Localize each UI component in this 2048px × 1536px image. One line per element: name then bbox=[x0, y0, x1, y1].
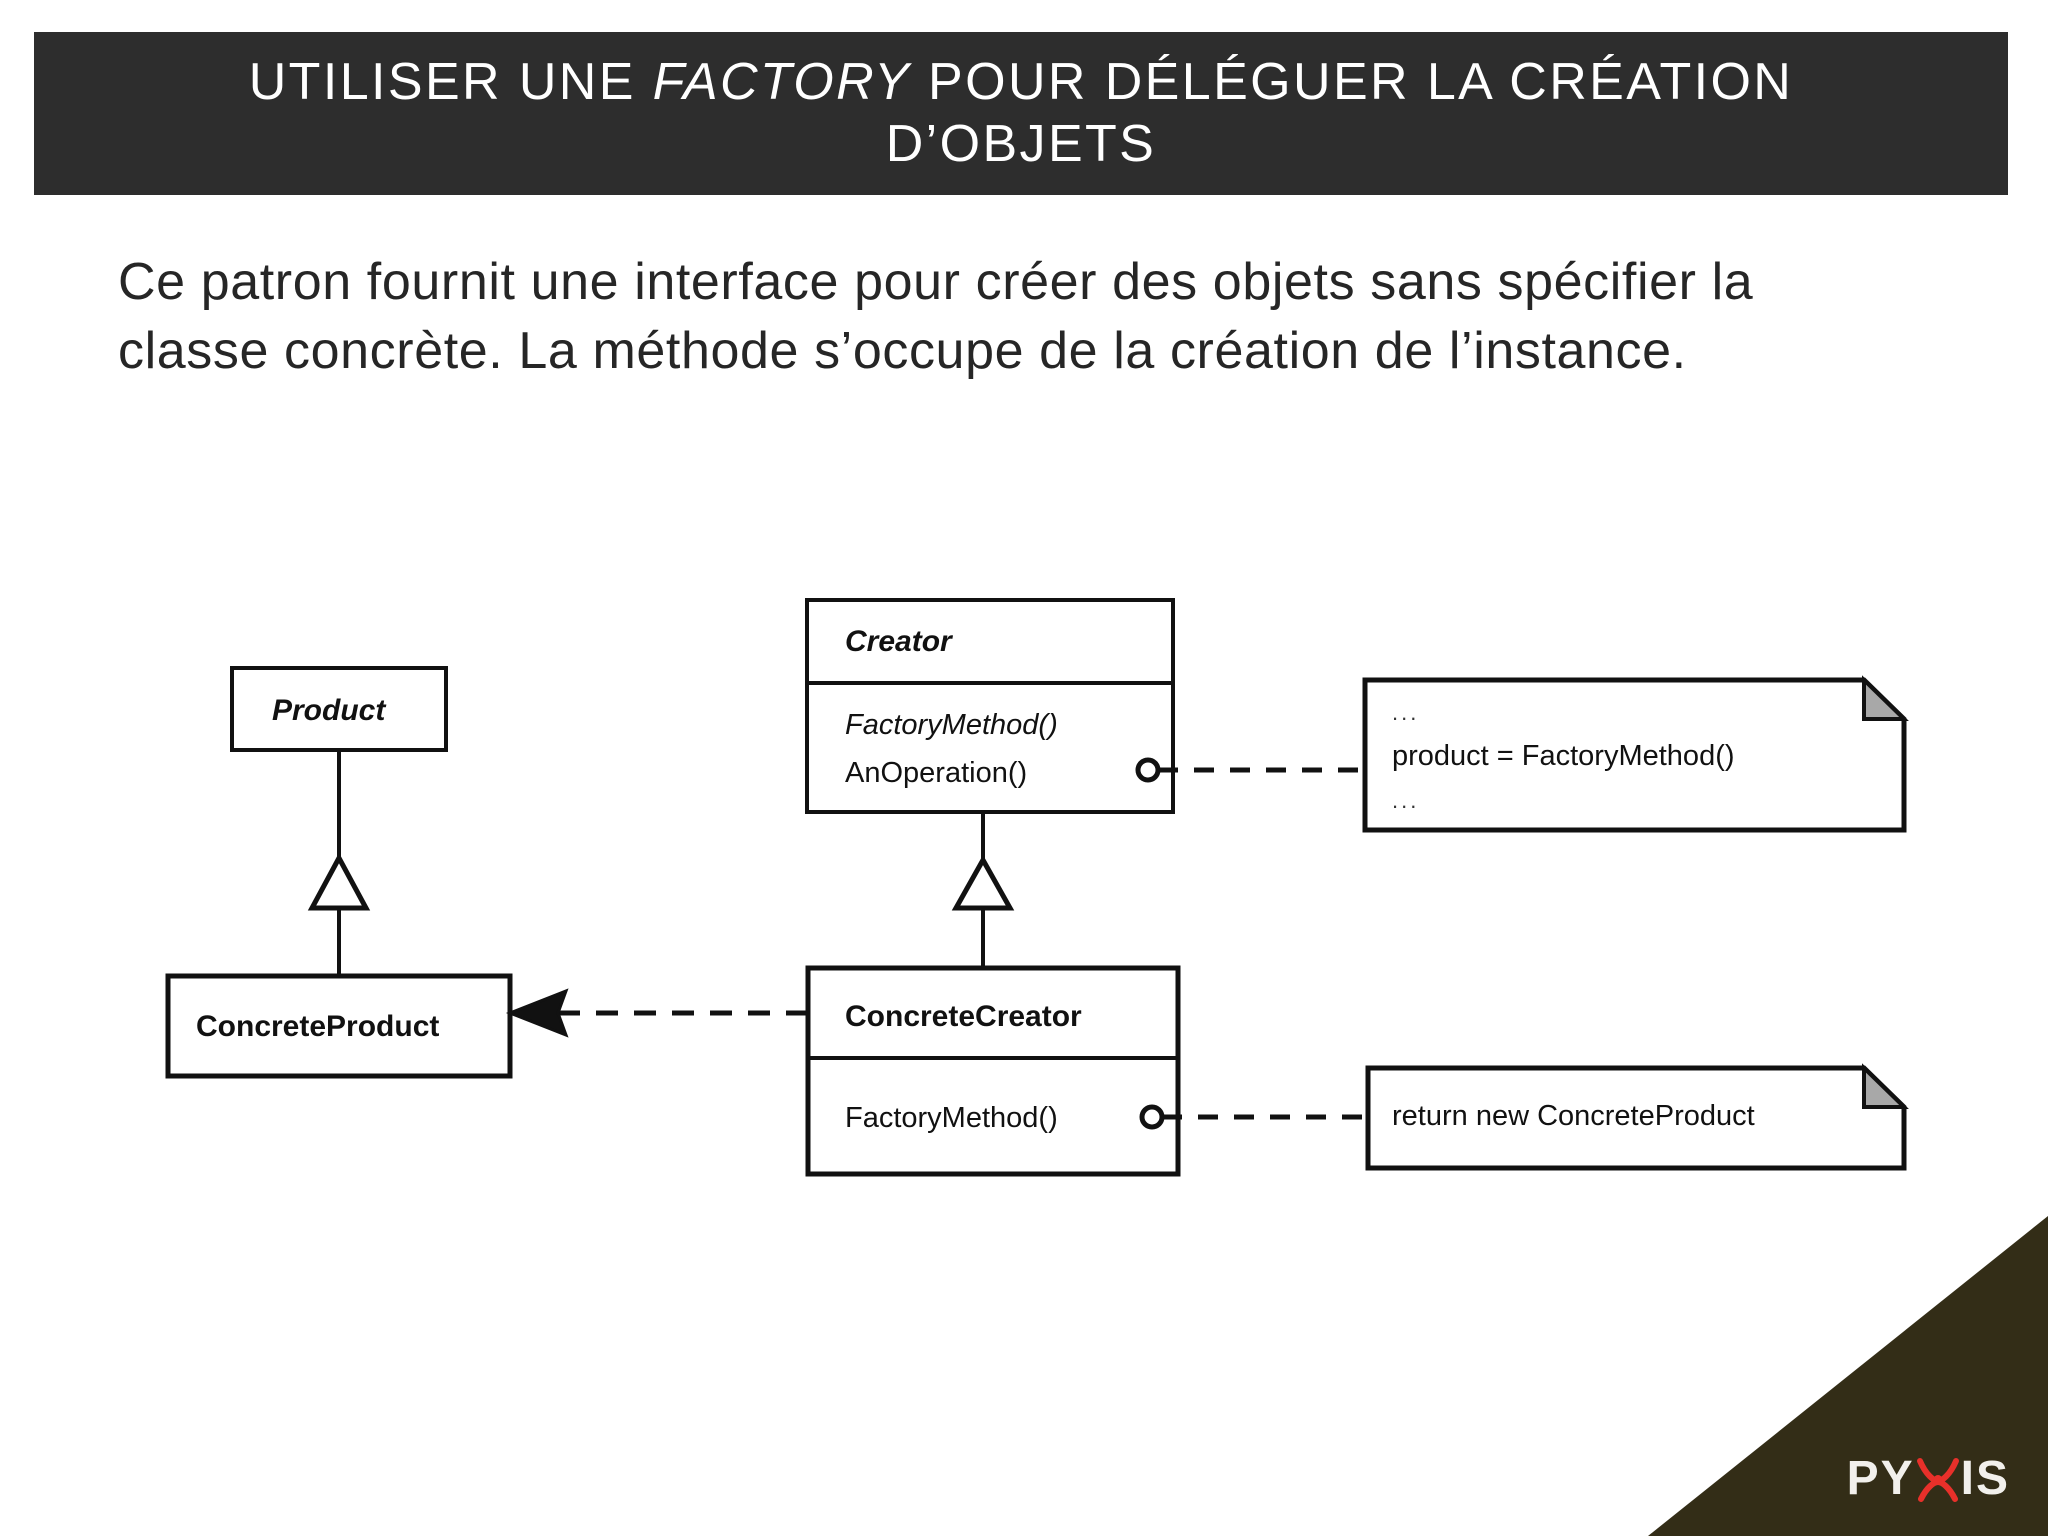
note-anchor-anoperation bbox=[1135, 757, 1161, 783]
footer-corner: PY IS bbox=[1648, 1216, 2048, 1536]
slide-title-banner: UTILISER UNE FACTORY POUR DÉLÉGUER LA CR… bbox=[34, 32, 2008, 195]
uml-note-factorymethod-line-1: return new ConcreteProduct bbox=[1392, 1100, 1755, 1132]
uml-class-box-concrete-product bbox=[165, 973, 513, 1079]
uml-class-box-product bbox=[230, 666, 448, 752]
note-anchor-factorymethod bbox=[1139, 1104, 1165, 1130]
page-title: UTILISER UNE FACTORY POUR DÉLÉGUER LA CR… bbox=[248, 53, 1794, 173]
uml-class-name-concrete-creator: ConcreteCreator bbox=[845, 1000, 1082, 1033]
uml-note-box-factorymethod bbox=[1365, 1065, 1907, 1171]
generalization-arrowhead-creator bbox=[951, 854, 1015, 911]
uml-operation-creator-anoperation: AnOperation() bbox=[845, 757, 1028, 789]
uml-class-box-concrete-creator bbox=[805, 965, 1181, 1177]
pyxis-logo-text-after: IS bbox=[1960, 1452, 2010, 1505]
uml-class-box-creator bbox=[805, 598, 1175, 814]
note-fold-factorymethod bbox=[1862, 1063, 1909, 1109]
uml-operation-creator-factorymethod: FactoryMethod() bbox=[845, 709, 1058, 741]
slide-body-text: Ce patron fournit une interface pour cré… bbox=[118, 253, 1754, 380]
uml-note-box-anoperation bbox=[1362, 677, 1907, 833]
uml-note-anoperation-line-3: ... bbox=[1392, 788, 1420, 813]
generalization-arrowhead-product bbox=[307, 852, 371, 911]
uml-operation-concrete-creator-factorymethod: FactoryMethod() bbox=[845, 1102, 1058, 1134]
uml-class-name-concrete-product: ConcreteProduct bbox=[196, 1010, 440, 1043]
uml-note-anoperation-line-2: product = FactoryMethod() bbox=[1392, 740, 1735, 772]
dependency-arrowhead-concrete-product bbox=[505, 988, 569, 1038]
note-fold-anoperation bbox=[1862, 675, 1909, 721]
uml-class-name-creator: Creator bbox=[845, 625, 952, 658]
pyxis-logo-text-before: PY bbox=[1846, 1452, 1915, 1505]
uml-class-name-product: Product bbox=[272, 694, 386, 727]
uml-note-anoperation-line-1: ... bbox=[1392, 700, 1420, 725]
pyxis-logo-x-icon bbox=[1916, 1455, 1960, 1503]
pyxis-logo: PY IS bbox=[1847, 1452, 2010, 1506]
